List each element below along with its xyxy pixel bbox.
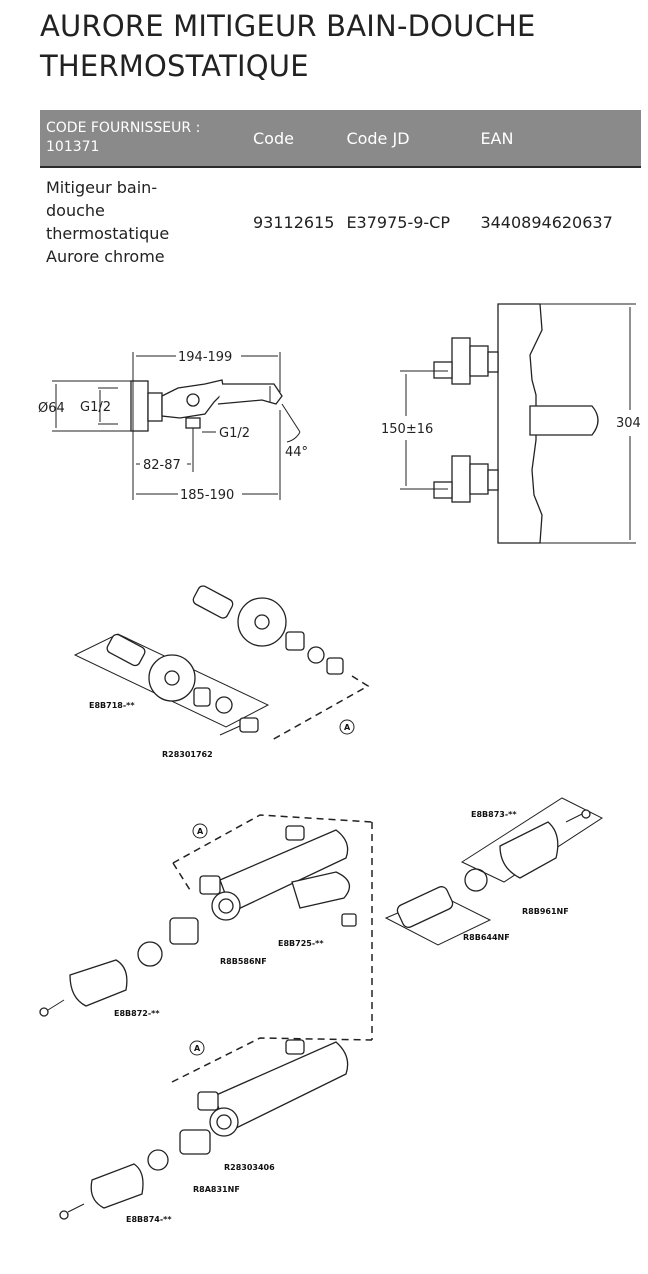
dim-diameter: Ø64 xyxy=(38,401,65,416)
dim-width-top: 194-199 xyxy=(178,350,232,365)
cell-code: 93112615 xyxy=(247,166,341,276)
side-view-drawing: 194-199 Ø64 G1/2 G1/2 82-87 185-190 44° xyxy=(38,350,308,503)
front-view-drawing: 150±16 304 xyxy=(381,303,641,544)
dim-inlet-thread: G1/2 xyxy=(80,400,111,415)
ref-e8b718: E8B718-** xyxy=(89,701,135,710)
dim-handle-spacing: 150±16 xyxy=(381,422,433,437)
dim-height: 304 xyxy=(616,416,641,431)
dim-mid: 82-87 xyxy=(143,458,181,473)
description-text: Mitigeur bain-douche thermostatique Auro… xyxy=(46,178,170,266)
ref-e8b874: E8B874-** xyxy=(126,1215,172,1224)
ref-r28301762: R28301762 xyxy=(162,750,213,759)
ref-r8b586nf: R8B586NF xyxy=(220,957,267,966)
dim-width-bottom: 185-190 xyxy=(180,488,234,503)
table-row: Mitigeur bain-douche thermostatique Auro… xyxy=(40,166,641,276)
header-code: Code xyxy=(247,110,341,167)
header-supplier-code: CODE FOURNISSEUR : 101371 xyxy=(40,110,247,167)
dim-outlet-thread: G1/2 xyxy=(219,426,250,441)
ref-r28303406: R28303406 xyxy=(224,1163,275,1172)
ref-e8b872: E8B872-** xyxy=(114,1009,160,1018)
title-line-1: AURORE MITIGEUR BAIN-DOUCHE xyxy=(40,9,536,43)
cell-ean: 3440894620637 xyxy=(474,166,641,276)
cell-description: Mitigeur bain-douche thermostatique Auro… xyxy=(40,166,247,276)
ref-r8b644nf: R8B644NF xyxy=(463,933,510,942)
exploded-view-mixer: A E8B872-** R8B586NF E8B725-** E8B873-**… xyxy=(39,797,604,1224)
header-ean: EAN xyxy=(474,110,641,167)
title-line-2: THERMOSTATIQUE xyxy=(40,49,309,83)
ref-e8b725: E8B725-** xyxy=(278,939,324,948)
cell-code-jd: E37975-9-CP xyxy=(340,166,475,276)
exploded-view-connections: A E8B718-** R28301762 xyxy=(73,585,370,759)
ref-e8b873: E8B873-** xyxy=(471,810,517,819)
table-header-row: CODE FOURNISSEUR : 101371 Code Code JD E… xyxy=(40,110,641,167)
header-code-jd: Code JD xyxy=(340,110,475,167)
marker-a-2: A xyxy=(197,827,204,836)
marker-a-1: A xyxy=(344,723,351,732)
product-spec-table: CODE FOURNISSEUR : 101371 Code Code JD E… xyxy=(40,110,641,276)
marker-a-3: A xyxy=(194,1044,201,1053)
dim-angle: 44° xyxy=(285,445,308,460)
ref-r8b961nf: R8B961NF xyxy=(522,907,569,916)
page-title: AURORE MITIGEUR BAIN-DOUCHE THERMOSTATIQ… xyxy=(40,6,536,86)
ref-r8a831nf: R8A831NF xyxy=(193,1185,240,1194)
